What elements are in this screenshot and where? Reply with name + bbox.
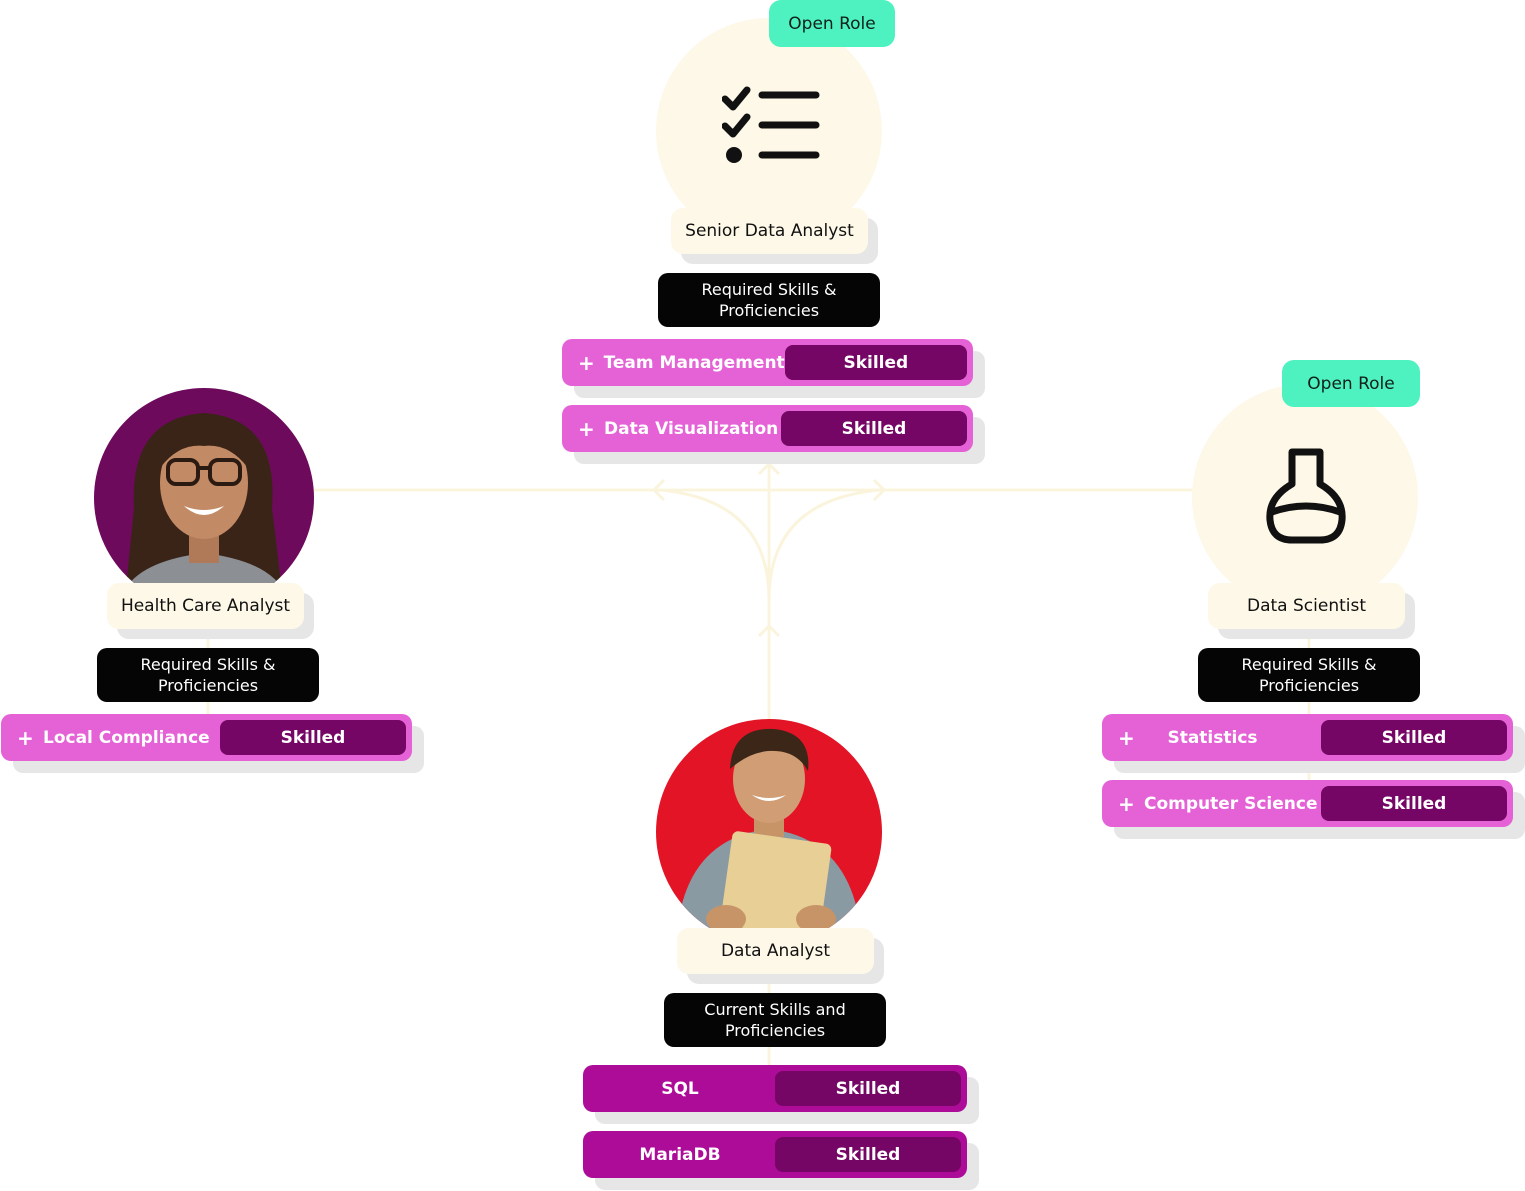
skill-row-statistics[interactable]: + Statistics Skilled [1102,714,1513,761]
skill-name: SQL [661,1078,699,1099]
plus-icon[interactable]: + [17,725,34,750]
health-care-analyst-avatar [94,388,314,608]
role-title-health-care-analyst: Health Care Analyst [107,583,304,629]
header-line-2: Proficiencies [1258,676,1360,695]
plus-icon[interactable]: + [578,416,595,441]
plus-icon[interactable]: + [1118,791,1135,816]
skill-name: Statistics [1167,727,1258,748]
skill-name: Local Compliance [43,727,210,748]
skill-row-sql[interactable]: SQL Skilled [583,1065,967,1112]
required-skills-header-data-scientist: Required Skills & Proficiencies [1198,648,1420,702]
header-line-1: Current Skills and [704,1000,846,1019]
required-skills-header-senior: Required Skills & Proficiencies [658,273,880,327]
skill-name: Team Management [603,352,785,373]
flask-icon [1266,448,1346,544]
header-line-1: Required Skills & [140,655,276,674]
skill-name: MariaDB [639,1144,721,1165]
header-line-2: Proficiencies [718,301,820,320]
skill-row-computer-science[interactable]: + Computer Science Skilled [1102,780,1513,827]
role-title-data-scientist: Data Scientist [1208,583,1405,629]
skill-name: Data Visualization [604,418,779,439]
man-holding-folder-photo [676,728,862,945]
skill-row-team-management[interactable]: + Team Management Skilled [562,339,973,386]
skill-row-mariadb[interactable]: MariaDB Skilled [583,1131,967,1178]
plus-icon[interactable]: + [1118,725,1135,750]
skill-row-local-compliance[interactable]: + Local Compliance Skilled [1,714,412,761]
header-line-1: Required Skills & [1241,655,1377,674]
required-skills-header-health-care: Required Skills & Proficiencies [97,648,319,702]
role-title-data-analyst: Data Analyst [677,928,874,974]
skill-level-badge: Skilled [775,1137,961,1172]
checklist-icon [722,86,820,163]
header-line-2: Proficiencies [157,676,259,695]
skill-row-data-visualization[interactable]: + Data Visualization Skilled [562,405,973,452]
skill-level-badge: Skilled [781,411,967,446]
current-skills-header-data-analyst: Current Skills and Proficiencies [664,993,886,1047]
skill-level-badge: Skilled [1321,720,1507,755]
skill-level-badge: Skilled [1321,786,1507,821]
woman-with-glasses-photo [119,413,289,608]
senior-data-analyst-circle [656,18,882,244]
header-line-1: Required Skills & [701,280,837,299]
skill-name: Computer Science [1144,793,1318,814]
skill-level-badge: Skilled [775,1071,961,1106]
data-analyst-avatar [656,719,882,945]
open-role-badge-senior: Open Role [769,0,895,47]
data-scientist-circle [1192,384,1418,610]
open-role-badge-data-scientist: Open Role [1282,360,1420,407]
header-line-2: Proficiencies [724,1021,826,1040]
role-title-senior-data-analyst: Senior Data Analyst [671,208,868,254]
skill-level-badge: Skilled [784,345,967,380]
plus-icon[interactable]: + [578,350,595,375]
skill-level-badge: Skilled [220,720,406,755]
